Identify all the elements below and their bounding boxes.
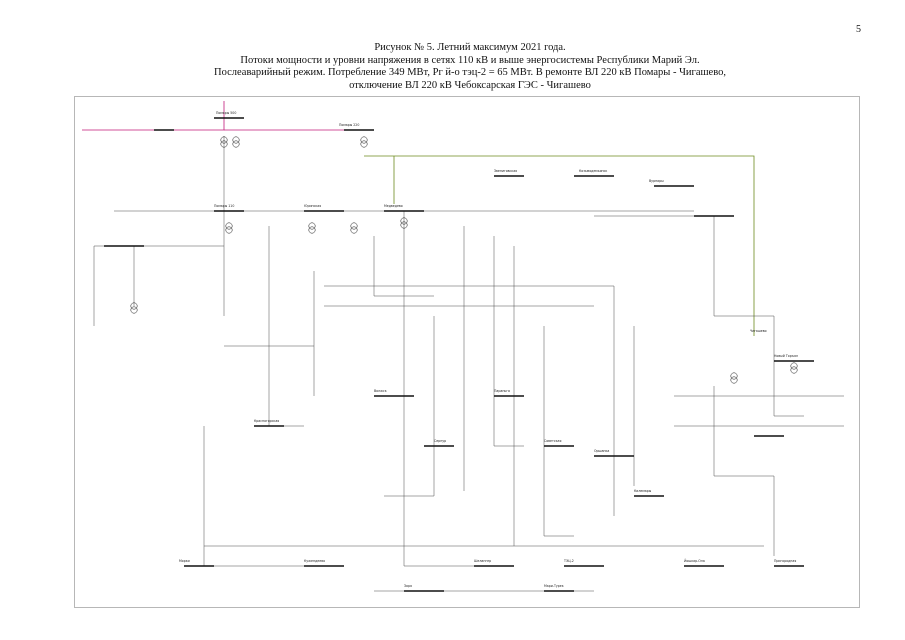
transformer-winding bbox=[730, 376, 738, 384]
node-label: Волжск bbox=[374, 389, 387, 393]
figure-subtitle-line-1: Потоки мощности и уровни напряжения в се… bbox=[240, 54, 700, 66]
transformer-winding bbox=[350, 222, 358, 230]
transmission-line bbox=[594, 215, 715, 316]
node-label: Помары 500 bbox=[216, 111, 236, 115]
transmission-line bbox=[364, 155, 755, 336]
transmission-line bbox=[203, 426, 374, 547]
transformers bbox=[130, 136, 798, 384]
node-label: Параньга bbox=[494, 389, 510, 393]
transmission-line bbox=[714, 315, 804, 417]
node-label: Новый Торъял bbox=[774, 354, 798, 358]
node-label: Мари-Турек bbox=[544, 584, 564, 588]
node-label: Помары 110 bbox=[214, 204, 234, 208]
node-label: Козьмодемьянск bbox=[579, 169, 607, 173]
transmission-line bbox=[203, 546, 334, 567]
node-label: Чигашево bbox=[750, 329, 767, 333]
transformer-winding bbox=[220, 136, 228, 144]
transformer-winding bbox=[130, 306, 138, 314]
node-label: Морки bbox=[179, 559, 190, 563]
transformer-winding bbox=[232, 136, 240, 144]
transformer-winding bbox=[360, 136, 368, 144]
figure-subtitle-line-2: Послеаварийный режим. Потребление 349 МВ… bbox=[214, 67, 726, 78]
node-label: Советская bbox=[544, 439, 562, 443]
transformer-winding bbox=[225, 222, 233, 230]
transmission-line bbox=[384, 316, 435, 497]
node-label: Шелангер bbox=[474, 559, 491, 563]
transformer-winding bbox=[790, 362, 798, 370]
transmission-line bbox=[543, 326, 574, 537]
node-label: Килемары bbox=[634, 489, 652, 493]
figure-subtitle-line-3: отключение ВЛ 220 кВ Чебоксарская ГЭС - … bbox=[349, 79, 591, 91]
transformer-winding bbox=[308, 226, 316, 234]
node-label: Сернур bbox=[434, 439, 446, 443]
transformer-winding bbox=[400, 221, 408, 229]
transformer-winding bbox=[130, 302, 138, 310]
node-label: Медведево bbox=[384, 204, 403, 208]
transmission-line bbox=[324, 285, 615, 516]
transformer-winding bbox=[220, 140, 228, 148]
transmission-line bbox=[373, 236, 434, 297]
node-label: Красногорская bbox=[254, 419, 279, 423]
node-label: Йошкар-Ола bbox=[684, 558, 705, 563]
transformer-winding bbox=[232, 140, 240, 148]
node-label: Оршанка bbox=[594, 449, 609, 453]
node-label: Кужендеево bbox=[304, 559, 325, 563]
node-label: Вурнары bbox=[649, 179, 664, 183]
transmission-line bbox=[82, 118, 225, 131]
figure-heading: Рисунок № 5. Летний максимум 2021 года. … bbox=[150, 42, 790, 92]
transformer-winding bbox=[730, 372, 738, 380]
transformer-winding bbox=[790, 366, 798, 374]
node-label: Помары 220 bbox=[339, 123, 359, 127]
node-label: Юринская bbox=[304, 204, 321, 208]
page-number: 5 bbox=[856, 24, 861, 35]
transformer-winding bbox=[350, 226, 358, 234]
transformer-winding bbox=[308, 222, 316, 230]
node-label: ТЭЦ-2 bbox=[563, 559, 574, 563]
substation-buses bbox=[104, 117, 814, 592]
transmission-line bbox=[268, 226, 304, 427]
diagram-frame bbox=[74, 96, 860, 608]
transmission-line bbox=[403, 211, 494, 567]
node-label: Заря bbox=[404, 584, 412, 588]
node-label: Звениговская bbox=[494, 169, 517, 173]
transmission-lines bbox=[82, 101, 844, 592]
transformer-winding bbox=[360, 140, 368, 148]
transformer-winding bbox=[225, 226, 233, 234]
figure-title: Рисунок № 5. Летний максимум 2021 года. bbox=[374, 42, 566, 53]
node-label: Пригородная bbox=[774, 559, 796, 563]
transmission-line bbox=[713, 386, 775, 556]
transmission-line bbox=[93, 245, 224, 326]
transformer-winding bbox=[400, 217, 408, 225]
transmission-line bbox=[493, 236, 524, 447]
